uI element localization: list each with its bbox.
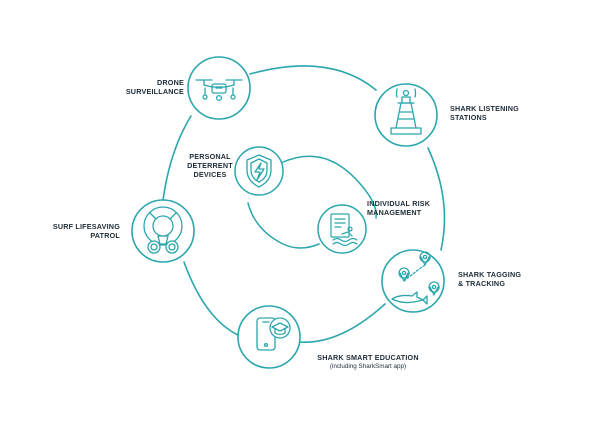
deterrent-label-line3: DEVICES [193, 170, 227, 179]
document-swimmer-icon [330, 213, 358, 247]
deterrent-label-line1: PERSONAL [189, 152, 231, 161]
patrol-label-line1: SURF LIFESAVING [52, 222, 120, 231]
listening-label-line2: STATIONS [450, 113, 487, 122]
drone-icon [195, 79, 243, 102]
risk-label-line2: MANAGEMENT [367, 208, 422, 217]
map-pins-shark-icon [391, 251, 440, 305]
lifebuoy-binoculars-icon [143, 206, 183, 254]
deterrent-label-line2: DETERRENT [187, 161, 233, 170]
deterrent-label: PERSONAL DETERRENT DEVICES [184, 152, 236, 179]
deterrent-node [234, 146, 284, 196]
inner-ring [247, 155, 377, 249]
education-label: SHARK SMART EDUCATION [300, 353, 436, 362]
listening-label: SHARK LISTENING STATIONS [450, 104, 550, 122]
education-label-line1: SHARK SMART EDUCATION [317, 353, 419, 362]
drone-node [187, 56, 251, 120]
tagging-label-line1: SHARK TAGGING [458, 270, 522, 279]
patrol-label-line2: PATROL [90, 231, 120, 240]
risk-label-line1: INDIVIDUAL RISK [367, 199, 431, 208]
outer-ring [162, 65, 446, 343]
risk-label: INDIVIDUAL RISK MANAGEMENT [367, 199, 447, 217]
tagging-label-line2: & TRACKING [458, 279, 506, 288]
tagging-node [381, 249, 445, 313]
drone-label: DRONE SURVEILLANCE [120, 78, 184, 96]
buoy-tower-icon [390, 88, 422, 135]
risk-node [317, 204, 367, 254]
drone-label-line1: DRONE [157, 78, 184, 87]
phone-graduation-cap-icon [256, 317, 291, 351]
listening-node [374, 83, 438, 147]
listening-label-line1: SHARK LISTENING [450, 104, 519, 113]
shield-lightning-icon [246, 154, 272, 188]
drone-label-line2: SURVEILLANCE [125, 87, 184, 96]
education-sublabel: (including SharkSmart app) [329, 363, 407, 370]
patrol-label: SURF LIFESAVING PATROL [50, 222, 120, 240]
patrol-node [131, 199, 195, 263]
education-node [237, 305, 301, 369]
tagging-label: SHARK TAGGING & TRACKING [458, 270, 558, 288]
